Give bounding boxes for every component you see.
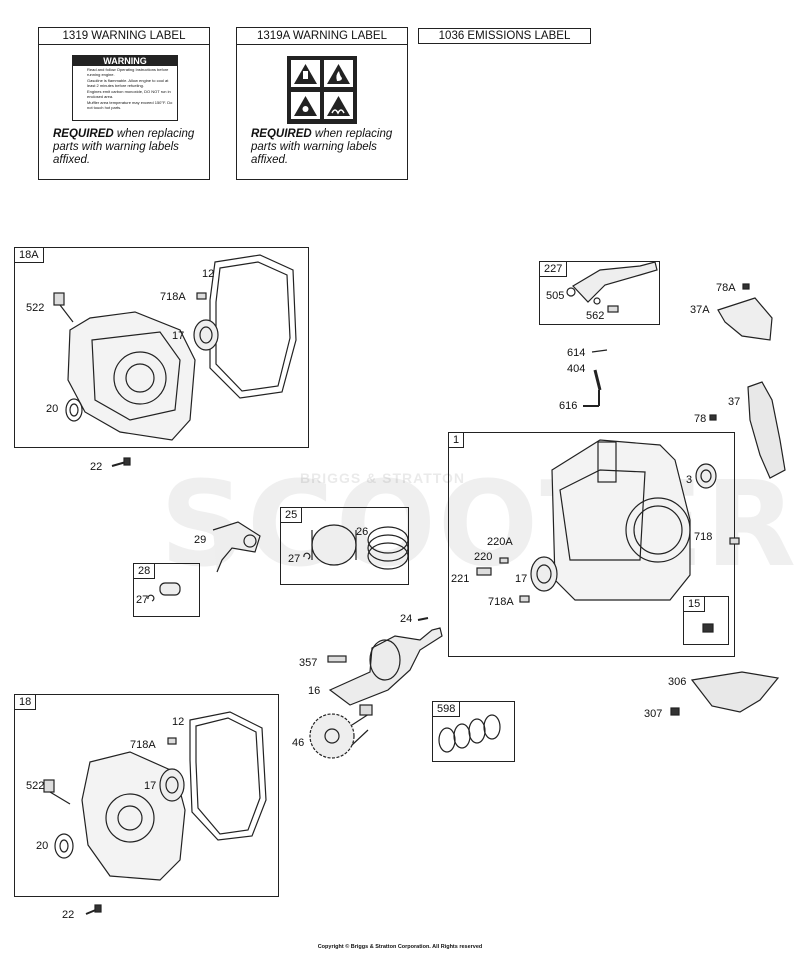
part-number: 718A bbox=[130, 739, 156, 751]
part-number: 26 bbox=[356, 526, 369, 538]
part-number: 46 bbox=[292, 737, 305, 749]
part-number: 3 bbox=[686, 474, 693, 486]
required-note: REQUIRED when replacing parts with warni… bbox=[251, 128, 393, 166]
part-number: 16 bbox=[308, 685, 321, 697]
part-number: 614 bbox=[567, 347, 586, 359]
warning-label-1319A: 1319A WARNING LABEL REQUIRED when replac… bbox=[236, 27, 408, 180]
part-number: 522 bbox=[26, 780, 45, 792]
part-number: 29 bbox=[194, 534, 207, 546]
part-number: 37A bbox=[690, 304, 710, 316]
group-18-tag: 18 bbox=[14, 694, 37, 710]
part-number: 220 bbox=[474, 551, 493, 563]
part-number: 27 bbox=[288, 553, 301, 565]
sticker-line: Read and follow Operating Instructions b… bbox=[87, 67, 169, 77]
group-18A-frame bbox=[14, 247, 309, 448]
part-number: 17 bbox=[144, 780, 157, 792]
part-number: 616 bbox=[559, 400, 578, 412]
sticker-line: Gasoline is flammable. Allow engine to c… bbox=[87, 78, 169, 88]
part-number: 307 bbox=[644, 708, 663, 720]
part-number: 718 bbox=[694, 531, 713, 543]
sticker-line: Muffler area temperature may exceed 150°… bbox=[87, 100, 173, 110]
part-number: 22 bbox=[62, 909, 75, 921]
sticker-line: Engines emit carbon monoxide, DO NOT run… bbox=[87, 89, 171, 99]
part-number: 357 bbox=[299, 657, 318, 669]
group-28-frame bbox=[133, 563, 200, 617]
part-number: 522 bbox=[26, 302, 45, 314]
group-15-frame bbox=[683, 596, 729, 645]
part-number: 20 bbox=[46, 403, 59, 415]
part-number: 505 bbox=[546, 290, 565, 302]
group-227-tag: 227 bbox=[539, 261, 568, 277]
part-number: 24 bbox=[400, 613, 413, 625]
label-title: 1319 WARNING LABEL bbox=[39, 28, 209, 45]
part-number: 17 bbox=[515, 573, 528, 585]
group-25-tag: 25 bbox=[280, 507, 303, 523]
part-number: 221 bbox=[451, 573, 470, 585]
part-number: 562 bbox=[586, 310, 605, 322]
group-18-frame bbox=[14, 694, 279, 897]
copyright-text: Copyright © Briggs & Stratton Corporatio… bbox=[317, 944, 483, 950]
watermark-small: BRIGGS & STRATTON bbox=[300, 470, 466, 486]
sticker-heading: WARNING bbox=[73, 56, 177, 66]
part-number: 27 bbox=[136, 594, 149, 606]
part-number: 22 bbox=[90, 461, 103, 473]
group-18A-tag: 18A bbox=[14, 247, 44, 263]
group-15-tag: 15 bbox=[683, 596, 706, 612]
group-227-frame bbox=[539, 261, 660, 325]
part-number: 78A bbox=[716, 282, 736, 294]
group-1-tag: 1 bbox=[448, 432, 465, 448]
part-number: 404 bbox=[567, 363, 586, 375]
part-number: 306 bbox=[668, 676, 687, 688]
required-note: REQUIRED when replacing parts with warni… bbox=[53, 128, 195, 166]
label-title: 1319A WARNING LABEL bbox=[237, 28, 407, 45]
emissions-label-1036: 1036 EMISSIONS LABEL bbox=[418, 28, 591, 44]
group-598-frame bbox=[432, 701, 515, 762]
hazard-icons bbox=[287, 56, 357, 124]
warning-label-1319: 1319 WARNING LABEL WARNING Read and foll… bbox=[38, 27, 210, 180]
part-number: 12 bbox=[202, 268, 215, 280]
part-number: 718A bbox=[488, 596, 514, 608]
part-number: 17 bbox=[172, 330, 185, 342]
group-28-tag: 28 bbox=[133, 563, 156, 579]
part-number: 20 bbox=[36, 840, 49, 852]
group-598-tag: 598 bbox=[432, 701, 461, 717]
part-number: 220A bbox=[487, 536, 513, 548]
group-25-frame bbox=[280, 507, 409, 585]
part-number: 12 bbox=[172, 716, 185, 728]
part-number: 37 bbox=[728, 396, 741, 408]
part-number: 718A bbox=[160, 291, 186, 303]
part-number: 78 bbox=[694, 413, 707, 425]
warning-sticker: WARNING Read and follow Operating Instru… bbox=[72, 55, 178, 121]
